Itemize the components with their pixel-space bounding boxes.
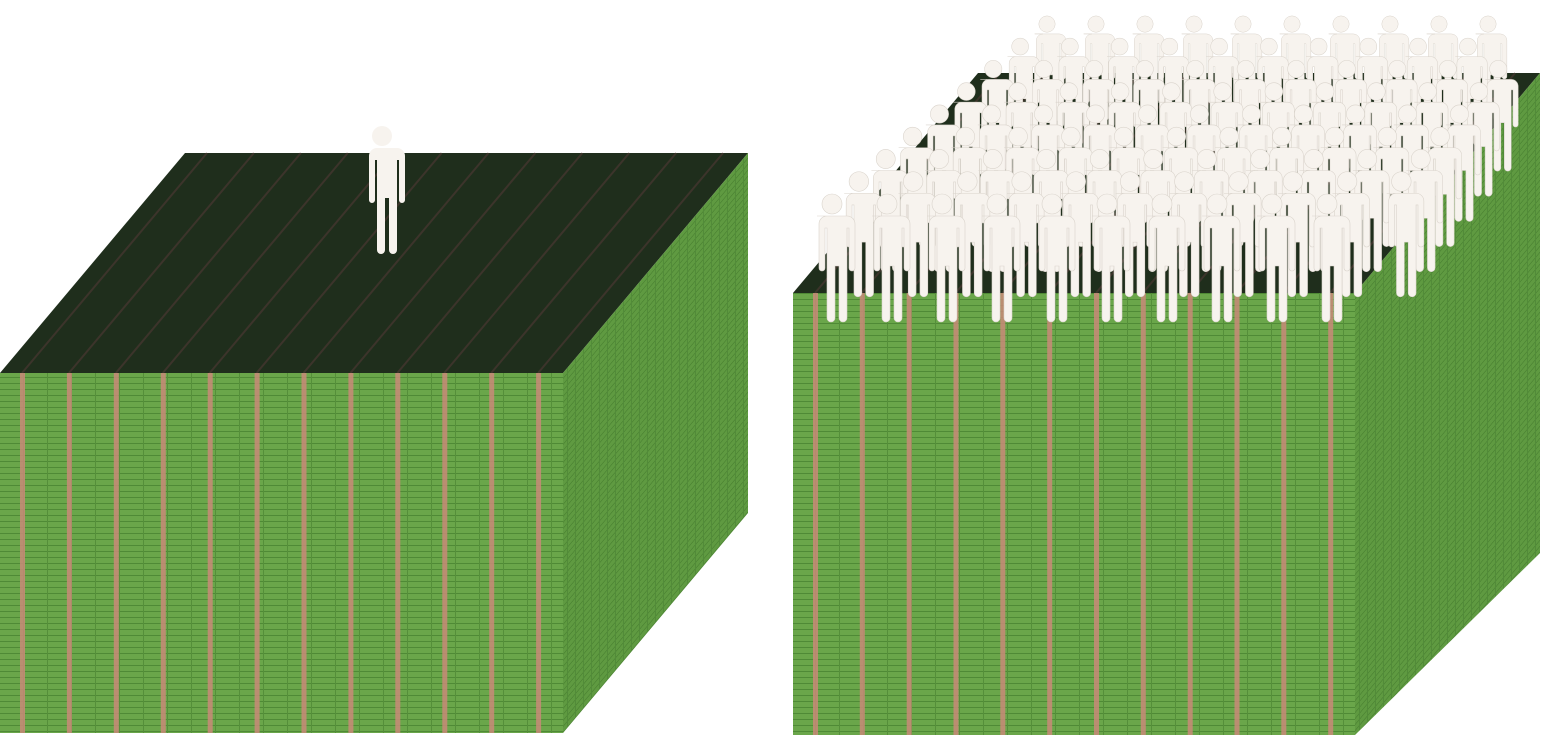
top-band-stripe — [396, 152, 584, 374]
band-stripe — [254, 373, 260, 733]
top-band-stripe — [537, 152, 724, 374]
top-band-stripe — [255, 152, 443, 374]
top-band-stripe — [21, 152, 208, 374]
band-stripe — [859, 293, 865, 735]
band-stripe — [1000, 293, 1006, 735]
top-band-stripe — [208, 152, 396, 374]
band-stripe — [160, 373, 166, 733]
band-stripe — [1234, 293, 1240, 735]
band-stripe — [20, 373, 25, 733]
block-front-stripes — [813, 293, 1334, 735]
top-band-stripe — [161, 152, 349, 374]
top-band-stripe — [115, 152, 302, 374]
band-stripe — [113, 373, 119, 733]
top-band-stripe — [302, 152, 490, 374]
band-stripe — [536, 373, 542, 733]
block-front-face — [0, 373, 563, 733]
block-side-face — [563, 153, 748, 733]
band-stripe — [348, 373, 354, 733]
band-stripe — [1047, 293, 1053, 735]
band-stripe — [1187, 293, 1193, 735]
band-stripe — [395, 373, 401, 733]
block-top-face — [0, 153, 748, 373]
block-top-stripes — [21, 152, 724, 374]
band-stripe — [1140, 293, 1146, 735]
band-stripe — [1281, 293, 1287, 735]
band-stripe — [442, 373, 448, 733]
money-block-left — [0, 126, 748, 733]
top-band-stripe — [443, 152, 631, 374]
band-stripe — [813, 293, 818, 735]
top-band-stripe — [349, 152, 537, 374]
band-stripe — [66, 373, 72, 733]
band-stripe — [207, 373, 213, 733]
band-stripe — [1094, 293, 1099, 735]
band-stripe — [906, 293, 912, 735]
money-block-right — [793, 15, 1540, 735]
band-stripe — [489, 373, 495, 733]
top-band-stripe — [68, 152, 255, 374]
block-front-stripes — [20, 373, 542, 733]
band-stripe — [1328, 293, 1334, 735]
band-stripe — [953, 293, 959, 735]
top-band-stripe — [490, 152, 677, 374]
band-stripe — [301, 373, 307, 733]
block-front-face — [793, 293, 1355, 735]
